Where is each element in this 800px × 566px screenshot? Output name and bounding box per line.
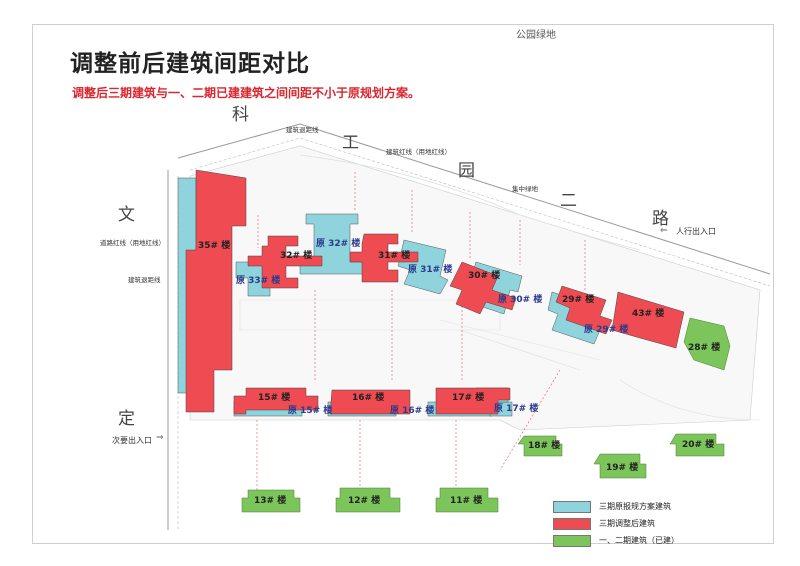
label-b12: 12# 楼 — [348, 494, 380, 506]
legend-item-adjusted: 三期调整后建筑 — [553, 515, 679, 532]
legend-swatch-original — [553, 500, 591, 513]
road-char-gong: 工 — [342, 133, 359, 153]
label-b35: 35# 楼 — [198, 239, 230, 251]
road-char-yuan: 园 — [458, 161, 475, 181]
label-b31: 31# 楼 — [378, 249, 410, 261]
legend-swatch-existing — [553, 534, 591, 547]
road-char-ding: 定 — [118, 409, 135, 429]
existing-buildings — [241, 317, 731, 513]
label-o31: 原 31# 楼 — [408, 263, 452, 275]
label-o16: 原 16# 楼 — [390, 404, 434, 416]
label-o29: 原 29# 楼 — [584, 323, 628, 335]
label-b20: 20# 楼 — [682, 438, 714, 450]
label-setback-left: 建筑退距线 — [128, 276, 161, 284]
adjusted-building-17 — [435, 387, 511, 415]
label-b43: 43# 楼 — [632, 307, 664, 319]
label-o15: 原 15# 楼 — [288, 404, 332, 416]
label-b13: 13# 楼 — [254, 494, 286, 506]
road-char-er: 二 — [560, 191, 577, 211]
label-o30: 原 30# 楼 — [498, 293, 542, 305]
secondary-entrance-arrow: ⇒ — [156, 433, 164, 443]
existing-building-19 — [593, 453, 647, 479]
label-pedestrian-entrance: 人行出入口 — [676, 227, 716, 236]
page-title: 调整前后建筑间距对比 — [70, 51, 310, 77]
adjusted-building-29 — [555, 285, 613, 335]
label-redline-top: 建筑红线（用地红线） — [386, 148, 451, 156]
label-o33: 原 33# 楼 — [236, 274, 280, 286]
label-o17: 原 17# 楼 — [494, 402, 538, 414]
label-redline-left: 道路红线（用地红线） — [100, 239, 165, 247]
legend-label-adjusted: 三期调整后建筑 — [599, 519, 655, 528]
existing-building-12 — [335, 487, 401, 513]
label-b17: 17# 楼 — [452, 391, 484, 403]
legend-swatch-adjusted — [553, 517, 591, 530]
adjusted-building-43 — [611, 291, 685, 349]
inner-road — [239, 299, 501, 331]
label-secondary-entrance: 次要出入口 — [112, 436, 152, 445]
park-path — [299, 154, 641, 251]
label-setback-top: 建筑退距线 — [286, 126, 319, 134]
existing-building-18 — [517, 435, 563, 457]
label-b32: 32# 楼 — [280, 249, 312, 261]
existing-building-28 — [683, 317, 731, 371]
park-green-label: 公园绿地 — [516, 30, 556, 41]
legend-label-existing: 一、二期建筑（已建） — [599, 536, 679, 545]
adjusted-building-30 — [449, 261, 517, 315]
landscape-paths — [439, 319, 761, 421]
road-char-wen: 文 — [118, 205, 135, 225]
road-char-ke: 科 — [232, 105, 249, 125]
legend: 三期原报规方案建筑 三期调整后建筑 一、二期建筑（已建） — [553, 498, 679, 549]
adjusted-building-32 — [247, 235, 323, 289]
adjusted-building-16 — [329, 389, 411, 415]
label-b11: 11# 楼 — [450, 494, 482, 506]
label-o32: 原 32# 楼 — [316, 237, 360, 249]
adjusted-building-35 — [185, 169, 247, 413]
label-b30: 30# 楼 — [468, 269, 500, 281]
page-border — [32, 24, 774, 544]
existing-building-20 — [669, 433, 725, 457]
adjusted-building-15 — [233, 387, 319, 415]
existing-building-13 — [241, 489, 301, 513]
existing-building-11 — [435, 487, 499, 513]
label-central-green: 集中绿地 — [512, 185, 538, 193]
pedestrian-entrance-arrow: ⇐ — [660, 226, 668, 236]
adjusted-buildings — [185, 169, 685, 415]
legend-item-original: 三期原报规方案建筑 — [553, 498, 679, 515]
legend-item-existing: 一、二期建筑（已建） — [553, 532, 679, 549]
adjusted-building-31 — [349, 233, 419, 283]
label-b19: 19# 楼 — [606, 461, 638, 473]
road-edge-top — [177, 123, 771, 275]
label-b15: 15# 楼 — [258, 391, 290, 403]
label-b18: 18# 楼 — [528, 439, 560, 451]
label-b28: 28# 楼 — [688, 341, 720, 353]
page-subtitle: 调整后三期建筑与一、二期已建建筑之间间距不小于原规划方案。 — [72, 86, 421, 100]
road-char-lu: 路 — [652, 209, 669, 229]
legend-label-original: 三期原报规方案建筑 — [599, 502, 671, 511]
distance-lines — [256, 172, 586, 490]
label-b29: 29# 楼 — [562, 293, 594, 305]
label-b16: 16# 楼 — [352, 391, 384, 403]
